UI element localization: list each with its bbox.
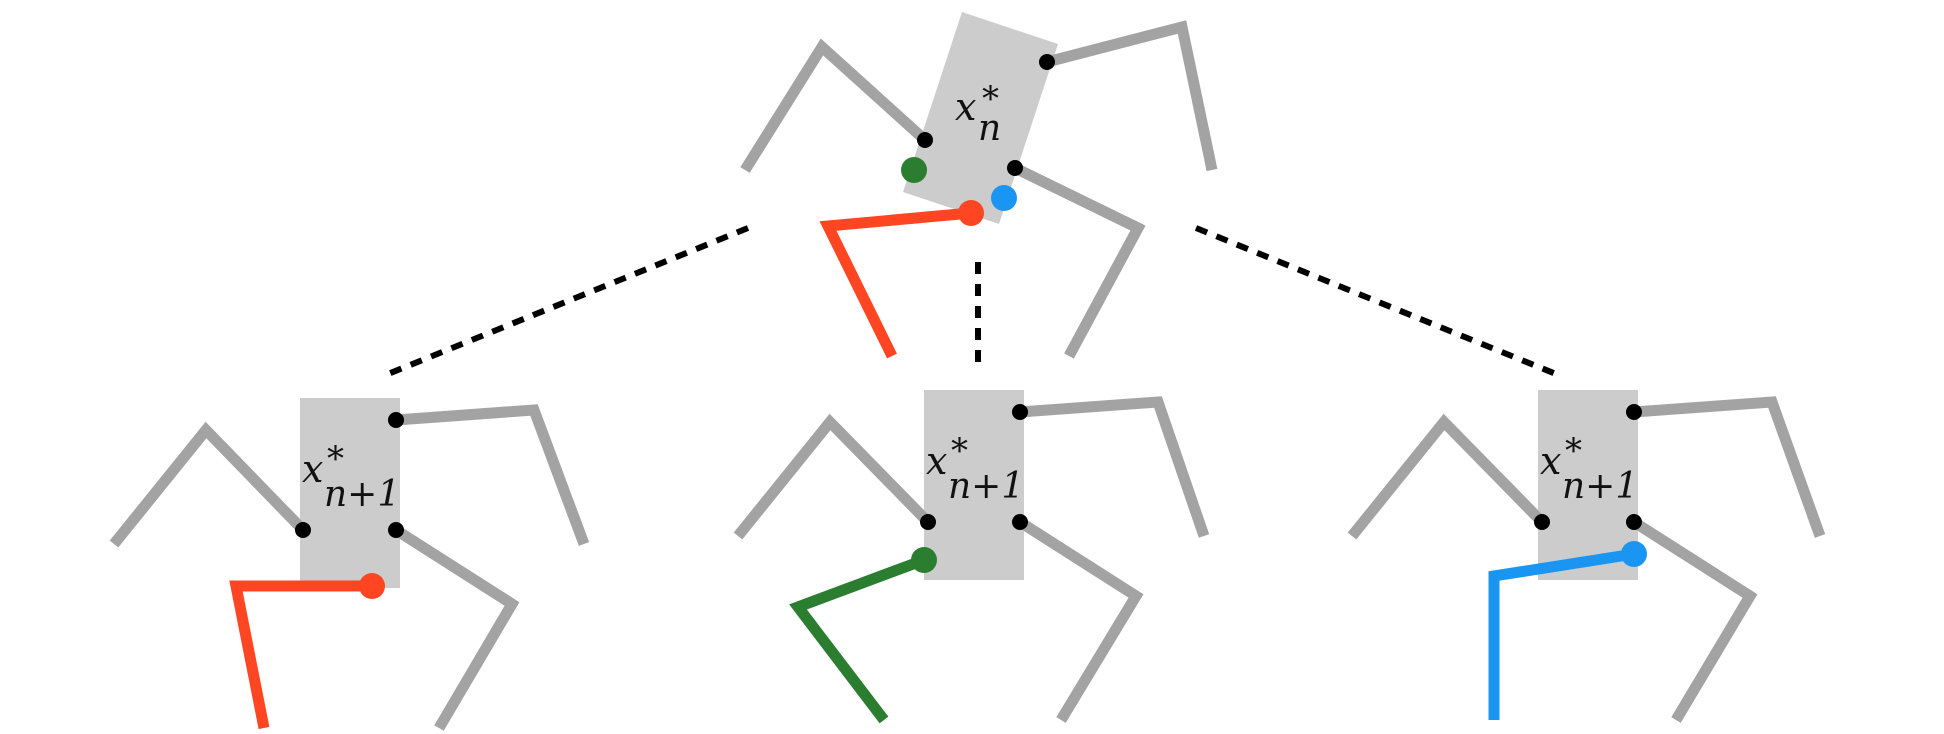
red-leg-option-dot (958, 200, 984, 226)
joint-dot (1039, 54, 1055, 70)
green-leg-option-dot (901, 157, 927, 183)
state-label-top: x * n (955, 79, 1001, 149)
leg-back-left-highlighted (229, 580, 372, 730)
leg-back-left-highlighted (819, 207, 972, 359)
state-star: * (951, 431, 968, 471)
leg-front-right (1633, 396, 1826, 538)
state-label-child: x * n+1 (926, 431, 1024, 507)
joint-dot (1626, 404, 1642, 420)
state-subscript: n+1 (1562, 466, 1638, 507)
joint-dot (388, 522, 404, 538)
joint-dot (1534, 514, 1550, 530)
state-symbol: x (926, 439, 947, 483)
state-subscript: n (978, 108, 1001, 149)
leg-front-right (1045, 20, 1218, 172)
red-leg-dot (359, 573, 385, 599)
leg-front-right (395, 404, 590, 546)
state-subscript: n+1 (324, 474, 400, 515)
robot-child-blue: x * n+1 (1347, 390, 1826, 723)
leg-back-left-highlighted (789, 554, 926, 724)
leg-front-left (109, 421, 307, 548)
robot-body (300, 398, 400, 588)
state-symbol: x (302, 447, 323, 491)
state-symbol: x (955, 85, 976, 129)
joint-dot (920, 514, 936, 530)
edge-to-right-child (1194, 225, 1558, 377)
robot-body (1538, 390, 1638, 580)
joint-dot (1012, 404, 1028, 420)
state-star: * (1565, 431, 1582, 471)
leg-back-right (1017, 517, 1144, 723)
joint-dot (1012, 514, 1028, 530)
state-star: * (327, 439, 344, 479)
robot-child-green: x * n+1 (733, 390, 1210, 724)
leg-front-right (1019, 396, 1210, 538)
blue-leg-option-dot (991, 185, 1017, 211)
green-leg-dot (911, 547, 937, 573)
state-label-child: x * n+1 (302, 439, 400, 515)
robot-body (924, 390, 1024, 580)
leg-back-right (1631, 517, 1758, 723)
state-star: * (982, 79, 999, 119)
blue-leg-dot (1621, 541, 1647, 567)
robot-parent: x * n (740, 12, 1218, 359)
robot-body (903, 12, 1058, 224)
joint-dot (295, 522, 311, 538)
leg-back-left-highlighted (1488, 548, 1635, 720)
joint-dot (1626, 514, 1642, 530)
joint-dot (917, 132, 933, 148)
leg-front-left (733, 413, 932, 540)
edge-to-left-child (386, 225, 750, 377)
robot-child-red: x * n+1 (109, 398, 590, 731)
joint-dot (388, 412, 404, 428)
state-label-child: x * n+1 (1540, 431, 1638, 507)
joint-dot (1007, 160, 1023, 176)
state-symbol: x (1540, 439, 1561, 483)
leg-front-left (1347, 413, 1546, 540)
leg-back-right (1012, 163, 1146, 359)
state-subscript: n+1 (948, 466, 1024, 507)
leg-front-left (740, 38, 929, 173)
leg-back-right (393, 525, 520, 731)
tree-edges (386, 225, 1558, 377)
